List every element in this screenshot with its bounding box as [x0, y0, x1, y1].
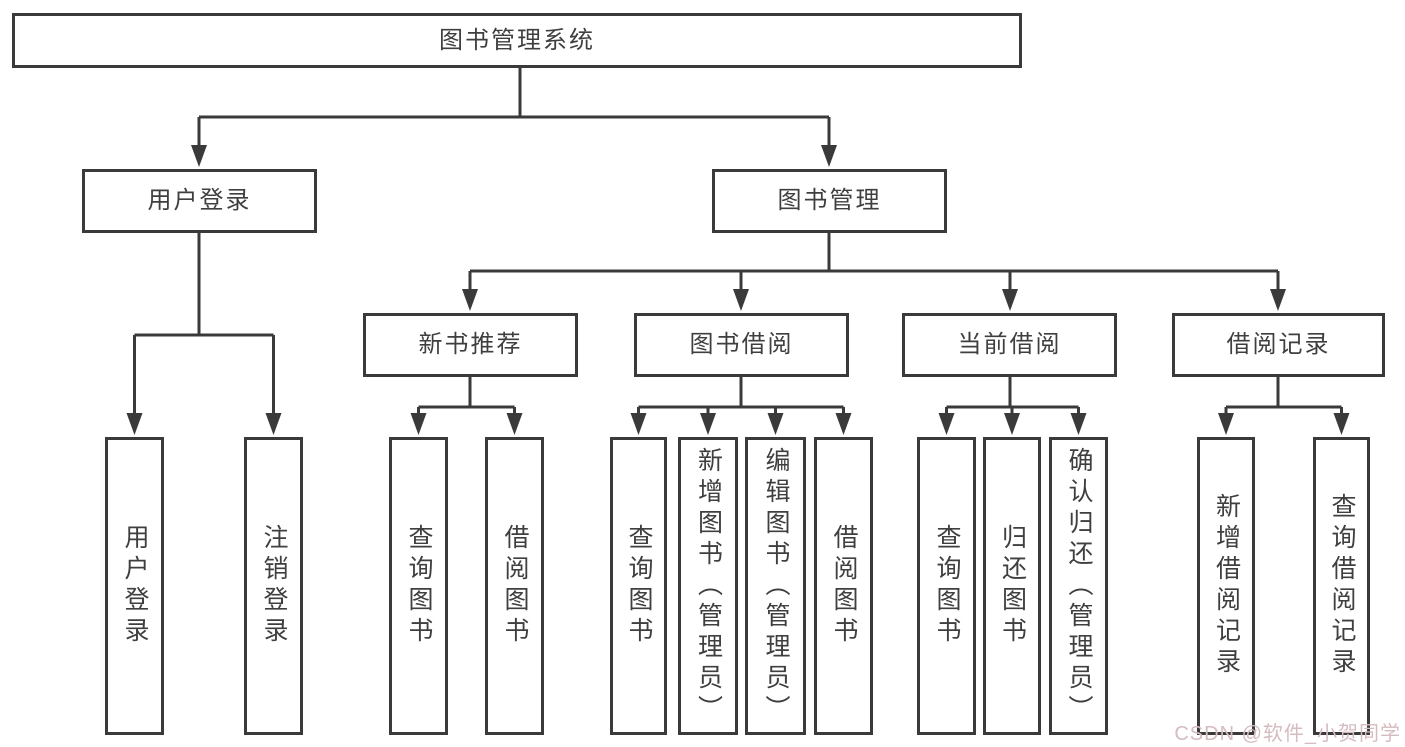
node-label: 归还图书 — [998, 524, 1027, 648]
node-label: 借阅记录 — [1226, 331, 1331, 358]
node-leaf-borrow-books: 借阅图书 — [814, 437, 873, 735]
node-label: 用户登录 — [121, 524, 149, 648]
node-label: 查询借阅记录 — [1328, 493, 1356, 679]
node-label: 新增图书（管理员） — [694, 446, 723, 726]
node-current-borrowing: 当前借阅 — [902, 313, 1117, 377]
node-leaf-user-login: 用户登录 — [105, 437, 164, 735]
node-label: 借阅图书 — [830, 524, 858, 648]
node-label: 编辑图书（管理员） — [762, 446, 790, 726]
node-leaf-borrow-books-recommend: 借阅图书 — [485, 437, 544, 735]
node-label: 图书管理系统 — [439, 26, 595, 54]
node-label: 用户登录 — [147, 187, 252, 214]
csdn-watermark: CSDN @软件_小贺同学 — [1174, 723, 1401, 745]
node-leaf-logout: 注销登录 — [244, 437, 303, 735]
node-label: 查询图书 — [933, 524, 961, 648]
node-label: 当前借阅 — [957, 331, 1062, 358]
node-label: 图书管理 — [777, 187, 882, 214]
node-label: 图书借阅 — [689, 331, 794, 358]
node-leaf-add-borrow-record: 新增借阅记录 — [1197, 437, 1255, 735]
node-book-management: 图书管理 — [712, 169, 947, 233]
node-leaf-query-books-borrow: 查询图书 — [610, 437, 667, 735]
node-new-book-recommend: 新书推荐 — [363, 313, 578, 377]
node-leaf-return-book: 归还图书 — [983, 437, 1041, 735]
node-leaf-confirm-return-admin: 确认归还（管理员） — [1049, 437, 1108, 735]
node-user-login-branch: 用户登录 — [82, 169, 317, 233]
node-borrowing-records: 借阅记录 — [1172, 313, 1385, 377]
node-leaf-query-books-recommend: 查询图书 — [389, 437, 448, 735]
node-leaf-query-books-current: 查询图书 — [917, 437, 976, 735]
node-label: 查询图书 — [625, 524, 653, 648]
node-leaf-add-book-admin: 新增图书（管理员） — [678, 437, 738, 735]
node-leaf-edit-book-admin: 编辑图书（管理员） — [745, 437, 806, 735]
node-label: 新书推荐 — [418, 331, 523, 358]
node-root-system: 图书管理系统 — [12, 13, 1022, 68]
node-label: 查询图书 — [405, 524, 433, 648]
node-book-borrowing: 图书借阅 — [634, 313, 849, 377]
node-label: 注销登录 — [260, 524, 288, 648]
node-label: 借阅图书 — [501, 524, 529, 648]
node-label: 新增借阅记录 — [1212, 493, 1241, 679]
node-leaf-query-borrow-record: 查询借阅记录 — [1313, 437, 1370, 735]
node-label: 确认归还（管理员） — [1065, 446, 1093, 726]
